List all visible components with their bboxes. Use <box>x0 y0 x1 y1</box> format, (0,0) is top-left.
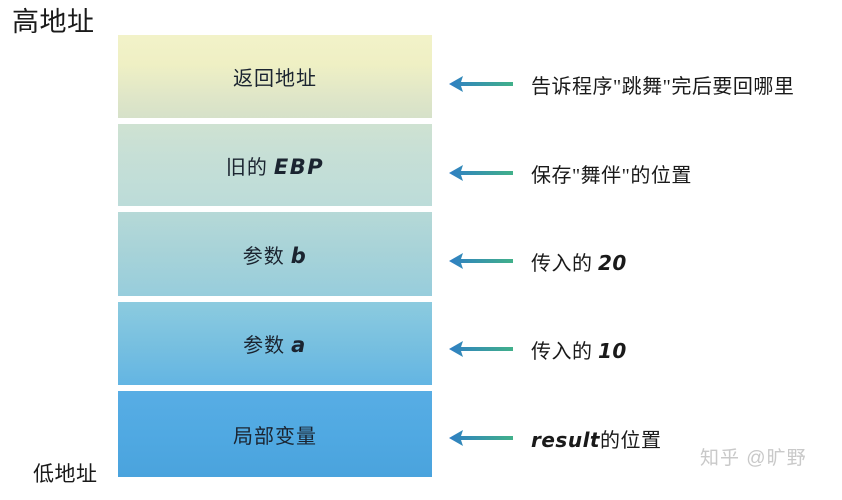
stack-cell-code: EBP <box>273 154 325 179</box>
left-arrow-icon <box>449 253 513 269</box>
annotation-text: 告诉程序"跳舞"完后要回哪里 <box>531 75 795 98</box>
annotation-row: 保存"舞伴"的位置 <box>447 158 692 188</box>
stack-cell-param-b: 参数 b <box>118 212 432 296</box>
annotation-text: 传入的 10 <box>531 338 627 363</box>
stack-cell-label: 局部变量 <box>233 425 317 448</box>
annotation-row: 传入的 10 <box>447 334 627 364</box>
annotation-row: result的位置 <box>447 423 662 453</box>
stack-cell-code: a <box>291 333 307 357</box>
left-arrow-icon <box>449 430 513 446</box>
watermark: 知乎 @旷野 <box>700 448 807 469</box>
annotation-text: 传入的 20 <box>531 250 627 275</box>
stack-cell-old-ebp: 旧的 EBP <box>118 124 432 206</box>
stack-cell-return-address: 返回地址 <box>118 35 432 118</box>
stack-cell-param-a: 参数 a <box>118 302 432 385</box>
low-address-label: 低地址 <box>33 462 98 486</box>
stack-cell-label: 返回地址 <box>233 68 317 90</box>
annotation-row: 告诉程序"跳舞"完后要回哪里 <box>447 69 794 99</box>
left-arrow-icon <box>449 76 513 92</box>
stack-column: 返回地址 旧的 EBP 参数 b 参数 a 局部变量 <box>118 35 432 477</box>
annotation-text: result的位置 <box>531 427 662 452</box>
left-arrow-icon <box>449 341 513 357</box>
stack-cell-local-variable: 局部变量 <box>118 391 432 477</box>
stack-cell-code: b <box>290 243 308 268</box>
stack-cell-label: 参数 a <box>243 333 307 357</box>
annotation-row: 传入的 20 <box>447 246 627 276</box>
high-address-label: 高地址 <box>12 7 95 37</box>
stack-cell-label: 参数 b <box>242 243 308 268</box>
annotation-text: 保存"舞伴"的位置 <box>531 164 692 187</box>
left-arrow-icon <box>449 165 513 181</box>
stack-cell-label: 旧的 EBP <box>225 154 325 179</box>
